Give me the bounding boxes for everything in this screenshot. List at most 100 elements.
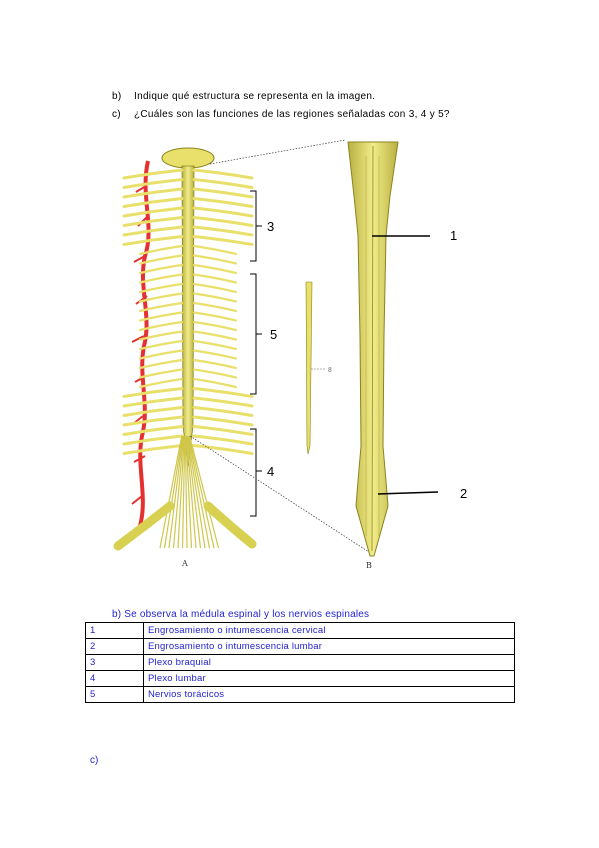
spinal-nerve <box>122 444 184 455</box>
spinal-nerve <box>192 377 238 389</box>
spinal-nerve <box>192 444 254 455</box>
cord-body <box>181 165 195 467</box>
spinal-nerve <box>122 197 184 208</box>
region-label-5: 5 <box>270 327 277 342</box>
panel-a-label: A <box>181 559 188 568</box>
sciatic-nerve-right <box>203 501 257 549</box>
spinal-nerve <box>138 368 184 379</box>
bracket-4 <box>250 428 262 517</box>
row-number: 1 <box>85 622 144 639</box>
row-text: Plexo lumbar <box>143 670 515 687</box>
blood-vessel <box>138 160 151 527</box>
spinal-nerve <box>122 387 184 398</box>
spinal-nerve <box>192 301 238 313</box>
spinal-nerve <box>138 292 184 303</box>
question-b-text: Indique qué estructura se representa en … <box>134 91 376 102</box>
spinal-nerve <box>122 206 184 218</box>
sciatic-nerve-left <box>113 501 175 551</box>
row-text: Nervios torácicos <box>143 686 515 703</box>
spinal-nerve <box>138 282 184 294</box>
spinal-nerve <box>192 387 254 398</box>
spinal-nerve <box>122 406 184 417</box>
spinal-nerve <box>192 197 254 208</box>
detail-label-2: 2 <box>460 486 467 501</box>
row-number: 4 <box>85 670 144 687</box>
spinal-nerve <box>122 235 184 246</box>
spinal-nerve <box>192 330 238 341</box>
panel-b-illustration: 1 2 B <box>347 141 467 570</box>
panel-a-illustration: A <box>113 147 257 568</box>
spinal-nerve <box>192 368 238 379</box>
spinal-nerve <box>192 187 254 199</box>
spinal-nerves <box>122 168 254 455</box>
spinal-nerve <box>192 178 254 189</box>
question-b-label: b) <box>112 91 122 102</box>
small-cord <box>305 281 313 455</box>
spinal-nerve <box>138 330 184 341</box>
cauda-fiber <box>163 435 183 549</box>
spinal-nerve <box>138 320 184 332</box>
row-number: 3 <box>85 654 144 671</box>
bracket-3 <box>250 190 262 262</box>
spinal-nerve <box>138 339 184 351</box>
spinal-nerve <box>122 216 184 227</box>
panel-b-label: B <box>366 561 372 570</box>
answer-heading: b) Se observa la médula espinal y los ne… <box>112 609 370 620</box>
spinal-nerve <box>192 168 254 180</box>
spinal-nerve <box>138 358 184 370</box>
row-number: 5 <box>85 686 144 703</box>
connector-top <box>209 139 346 165</box>
spinal-nerve <box>192 292 238 303</box>
cauda-fiber <box>187 435 211 549</box>
detail-label-1: 1 <box>450 228 457 243</box>
connector-bottom <box>189 435 373 555</box>
spinal-nerve <box>138 273 184 284</box>
spinal-nerve <box>192 235 254 246</box>
cauda-fiber <box>188 435 215 549</box>
spinal-nerve <box>138 263 184 275</box>
spinal-nerve <box>192 358 238 370</box>
spinal-nerve <box>192 415 254 427</box>
spinal-nerve <box>192 263 238 275</box>
row-text: Engrosamiento o intumescencia lumbar <box>143 638 515 655</box>
region-label-4: 4 <box>267 464 274 479</box>
spinal-nerve <box>122 168 184 180</box>
spinal-nerve <box>192 206 254 218</box>
answer-c-label: c) <box>90 755 99 766</box>
spinal-nerve <box>192 406 254 417</box>
spinal-nerve <box>122 415 184 427</box>
spinal-nerve <box>192 273 238 284</box>
spinal-nerve <box>192 396 254 408</box>
cauda-fiber <box>185 435 193 549</box>
spinal-nerve <box>122 425 184 436</box>
pointer-2 <box>377 491 439 495</box>
question-c-label: c) <box>112 109 121 120</box>
spinal-nerve <box>192 225 254 237</box>
spinal-nerve <box>192 349 238 360</box>
bracket-5 <box>250 273 262 395</box>
row-text: Engrosamiento o intumescencia cervical <box>143 622 515 639</box>
spinal-nerve <box>192 244 238 256</box>
region-brackets <box>250 190 262 517</box>
spinal-nerve <box>192 311 238 322</box>
row-number: 2 <box>85 638 144 655</box>
spinal-nerve <box>192 282 238 294</box>
cauda-fiber <box>181 435 186 549</box>
spinal-nerve <box>192 425 254 436</box>
small-cord-label: 8 <box>328 367 332 374</box>
cauda-fiber <box>186 435 197 549</box>
spinal-nerve <box>122 434 184 446</box>
spinal-nerve <box>192 254 238 265</box>
spinal-nerve <box>122 187 184 199</box>
cauda-fiber <box>186 435 202 549</box>
region-label-3: 3 <box>267 219 274 234</box>
cauda-fiber <box>159 435 183 549</box>
small-cord-illustration: 8 <box>305 281 332 455</box>
spinal-nerve <box>138 377 184 389</box>
